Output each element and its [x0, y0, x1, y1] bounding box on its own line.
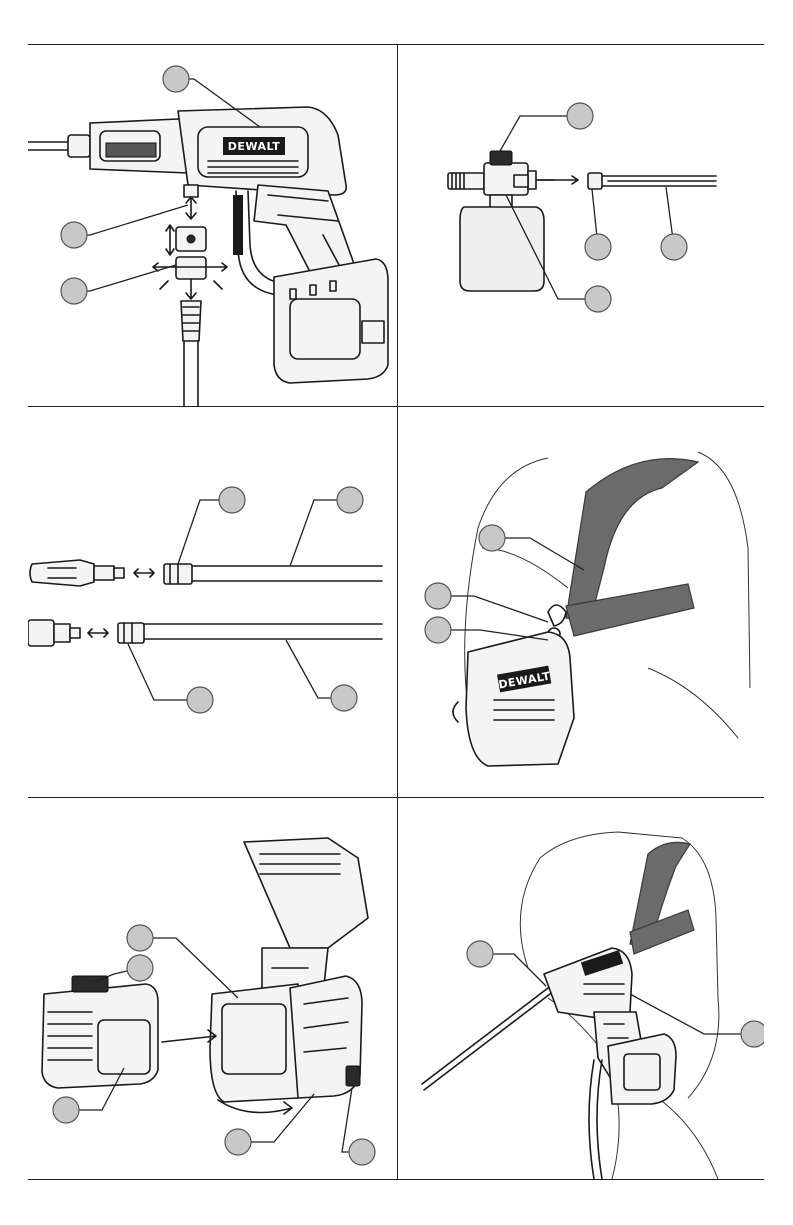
callout-1	[163, 66, 189, 92]
callout-m	[127, 955, 153, 981]
callout-f	[337, 487, 363, 513]
panel-operator-strap	[398, 798, 764, 1179]
callout-n	[53, 1097, 79, 1123]
dewalt-logo: DEWALT	[228, 140, 281, 153]
bottom-rule	[28, 1179, 764, 1180]
callout-a	[567, 103, 593, 129]
callout-l	[127, 925, 153, 951]
callout-c	[661, 234, 687, 260]
callout-b	[585, 234, 611, 260]
callout-q	[467, 941, 493, 967]
panel-nozzle-wand	[28, 408, 397, 796]
callout-g	[187, 687, 213, 713]
panel-shoulder-strap: DEWALT	[398, 408, 764, 796]
callout-2	[61, 222, 87, 248]
callout-h	[331, 685, 357, 711]
callout-p	[349, 1139, 375, 1165]
panel-battery-install	[28, 798, 397, 1179]
callout-i	[479, 525, 505, 551]
panel-foam-cannon	[398, 45, 764, 406]
callout-e	[219, 487, 245, 513]
callout-r	[741, 1021, 764, 1047]
callout-3	[61, 278, 87, 304]
panel-tool-quick-connect: DEWALT	[28, 45, 397, 406]
callout-o	[225, 1129, 251, 1155]
callout-j	[425, 583, 451, 609]
row-rule-1	[28, 406, 764, 407]
callout-k	[425, 617, 451, 643]
callout-d	[585, 286, 611, 312]
